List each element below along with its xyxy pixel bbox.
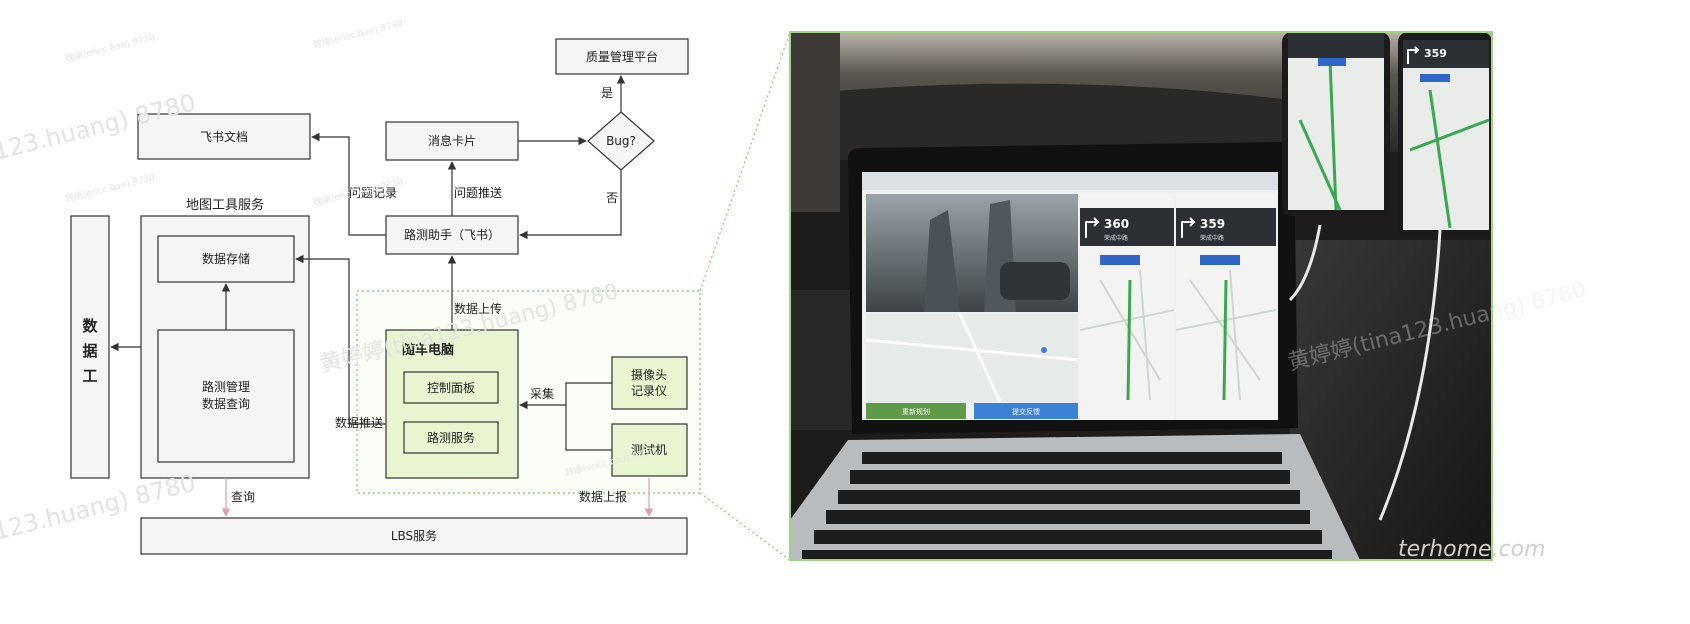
node-data-storage: 数据存储: [157, 235, 295, 283]
data-factory-char-3: 工: [82, 367, 97, 385]
node-test-device: 测试机: [611, 423, 688, 477]
svg-text:路测服务: 路测服务: [427, 430, 475, 445]
svg-text:飞书文档: 飞书文档: [200, 129, 248, 144]
node-road-test-management: 路测管理 数据查询: [157, 329, 295, 463]
svg-text:360: 360: [1104, 217, 1129, 231]
node-message-card: 消息卡片: [385, 121, 519, 161]
architecture-diagram: 数 据 工 地图工具服务 数据存储 路测管理 数据查询 飞书文档 消息卡片: [70, 38, 701, 555]
svg-text:荣成中路: 荣成中路: [1104, 234, 1128, 242]
road-test-management-line-1: 路测管理: [202, 379, 250, 394]
edge-label-data-push: 数据推送: [335, 415, 383, 430]
svg-text:Bug?: Bug?: [606, 134, 636, 148]
svg-text:控制面板: 控制面板: [427, 381, 475, 395]
node-control-panel: 控制面板: [403, 371, 499, 404]
submit-feedback-button[interactable]: [974, 403, 1078, 419]
edge-label-collect: 采集: [530, 386, 554, 401]
turn-right-icon: [1181, 217, 1196, 238]
road-test-management-line-2: 数据查询: [202, 396, 250, 411]
zoom-guide-lines: [699, 31, 791, 561]
phone-left: [1282, 32, 1390, 216]
edge-label-no: 否: [606, 191, 618, 205]
test-setup-photo: 重新规划 提交反馈 360 荣成中路 359 荣成中路 MacBook Pro: [789, 31, 1589, 561]
svg-text:随车电脑: 随车电脑: [402, 342, 454, 358]
svg-text:提交反馈: 提交反馈: [1012, 407, 1040, 416]
svg-text:LBS服务: LBS服务: [391, 528, 437, 543]
svg-text:荣成中路: 荣成中路: [1200, 234, 1224, 242]
keyboard-keys: [802, 452, 1332, 560]
svg-text:测试机: 测试机: [631, 442, 667, 457]
svg-text:魏康(ericc.bao) 9730: 魏康(ericc.bao) 9730: [64, 171, 156, 205]
laptop: 重新规划 提交反馈 360 荣成中路 359 荣成中路 MacBook Pro: [848, 142, 1298, 444]
node-bug-decision: Bug?: [587, 111, 655, 171]
node-lbs-service: LBS服务: [140, 517, 688, 555]
svg-text:359: 359: [1424, 47, 1447, 60]
edges: [110, 75, 626, 451]
phone-right: 359: [1398, 32, 1492, 236]
replan-button[interactable]: [866, 403, 966, 419]
data-factory-char-2: 据: [82, 342, 97, 360]
site-watermark: terhome.com: [1398, 537, 1546, 562]
edges-lbs: [221, 478, 654, 517]
edge-label-issue-record: 问题记录: [349, 186, 397, 200]
map-tool-service-title: 地图工具服务: [186, 197, 264, 213]
edge-label-query: 查询: [231, 490, 255, 504]
svg-text:魏康(ericc.bao) 9730: 魏康(ericc.bao) 9730: [64, 31, 156, 65]
node-camera-recorder: 摄像头 记录仪: [611, 356, 688, 410]
node-data-factory: 数 据 工: [70, 215, 110, 479]
turn-right-icon: [1085, 217, 1100, 238]
svg-text:消息卡片: 消息卡片: [428, 133, 476, 148]
node-feishu-doc: 飞书文档: [137, 113, 311, 160]
node-road-test-service: 路测服务: [403, 421, 499, 454]
svg-text:359: 359: [1200, 217, 1225, 231]
svg-text:数据存储: 数据存储: [202, 251, 250, 266]
svg-text:质量管理平台: 质量管理平台: [586, 49, 658, 64]
node-quality-platform: 质量管理平台: [555, 38, 689, 75]
edge-label-data-report: 数据上报: [579, 489, 627, 504]
edge-label-issue-push: 问题推送: [454, 185, 502, 200]
node-road-test-assistant: 路测助手（飞书）: [385, 215, 519, 255]
svg-text:路测助手（飞书）: 路测助手（飞书）: [404, 227, 500, 242]
turn-right-icon: [1407, 46, 1420, 64]
data-factory-char-1: 数: [82, 317, 98, 335]
edge-label-data-upload: 数据上传: [454, 301, 502, 316]
camera-recorder-line-1: 摄像头: [631, 367, 667, 382]
edge-label-yes: 是: [601, 86, 613, 100]
svg-text:魏康(ericc.bao) 9730: 魏康(ericc.bao) 9730: [312, 17, 404, 51]
location-dot-icon: [1041, 347, 1047, 353]
svg-text:重新规划: 重新规划: [902, 407, 930, 416]
camera-recorder-line-2: 记录仪: [631, 384, 667, 398]
